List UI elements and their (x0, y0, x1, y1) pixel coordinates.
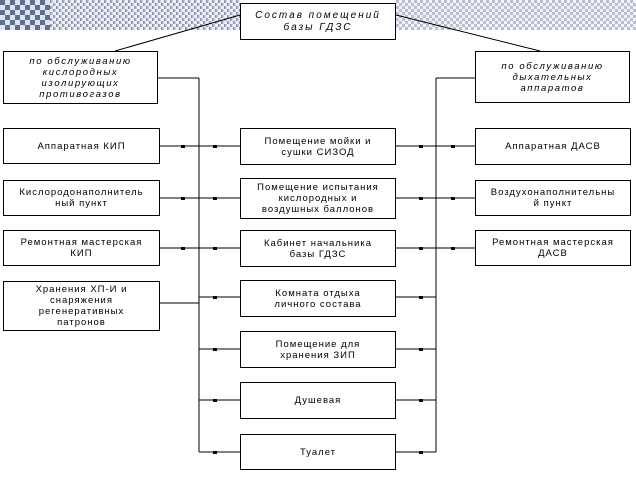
right-group-header: по обслуживанию дыхательных аппаратов (475, 51, 630, 103)
center-box-rest-room: Комната отдыха личного состава (240, 280, 396, 317)
right-box-air-filling: Воздухонаполнительны й пункт (475, 180, 631, 216)
center-box-chief-office: Кабинет начальника базы ГДЗС (240, 230, 396, 267)
center-box-shower: Душевая (240, 382, 396, 419)
checker-band-left (50, 0, 240, 30)
title-to-right-line (395, 14, 541, 52)
diagram-title-box: Состав помещений базы ГДЗС (240, 3, 396, 40)
left-box-oxygen-filling: Кислородонаполнитель ный пункт (3, 180, 160, 216)
left-box-storage-hp: Хранения ХП-И и снаряжения регенеративны… (3, 281, 160, 331)
right-box-dasv-repair: Ремонтная мастерская ДАСВ (475, 230, 631, 266)
center-box-zip-storage: Помещение для хранения ЗИП (240, 331, 396, 368)
left-box-kip-repair: Ремонтная мастерская КИП (3, 230, 160, 266)
title-to-left-line (114, 14, 241, 52)
left-group-header: по обслуживанию кислородных изолирующих … (3, 51, 158, 104)
center-box-washing: Помещение мойки и сушки СИЗОД (240, 128, 396, 165)
center-box-toilet: Туалет (240, 434, 396, 470)
checker-pattern-left (0, 0, 50, 30)
left-box-kip-room: Аппаратная КИП (3, 128, 160, 164)
center-box-cylinder-testing: Помещение испытания кислородных и воздуш… (240, 178, 396, 219)
right-box-dasv-room: Аппаратная ДАСВ (475, 128, 631, 165)
